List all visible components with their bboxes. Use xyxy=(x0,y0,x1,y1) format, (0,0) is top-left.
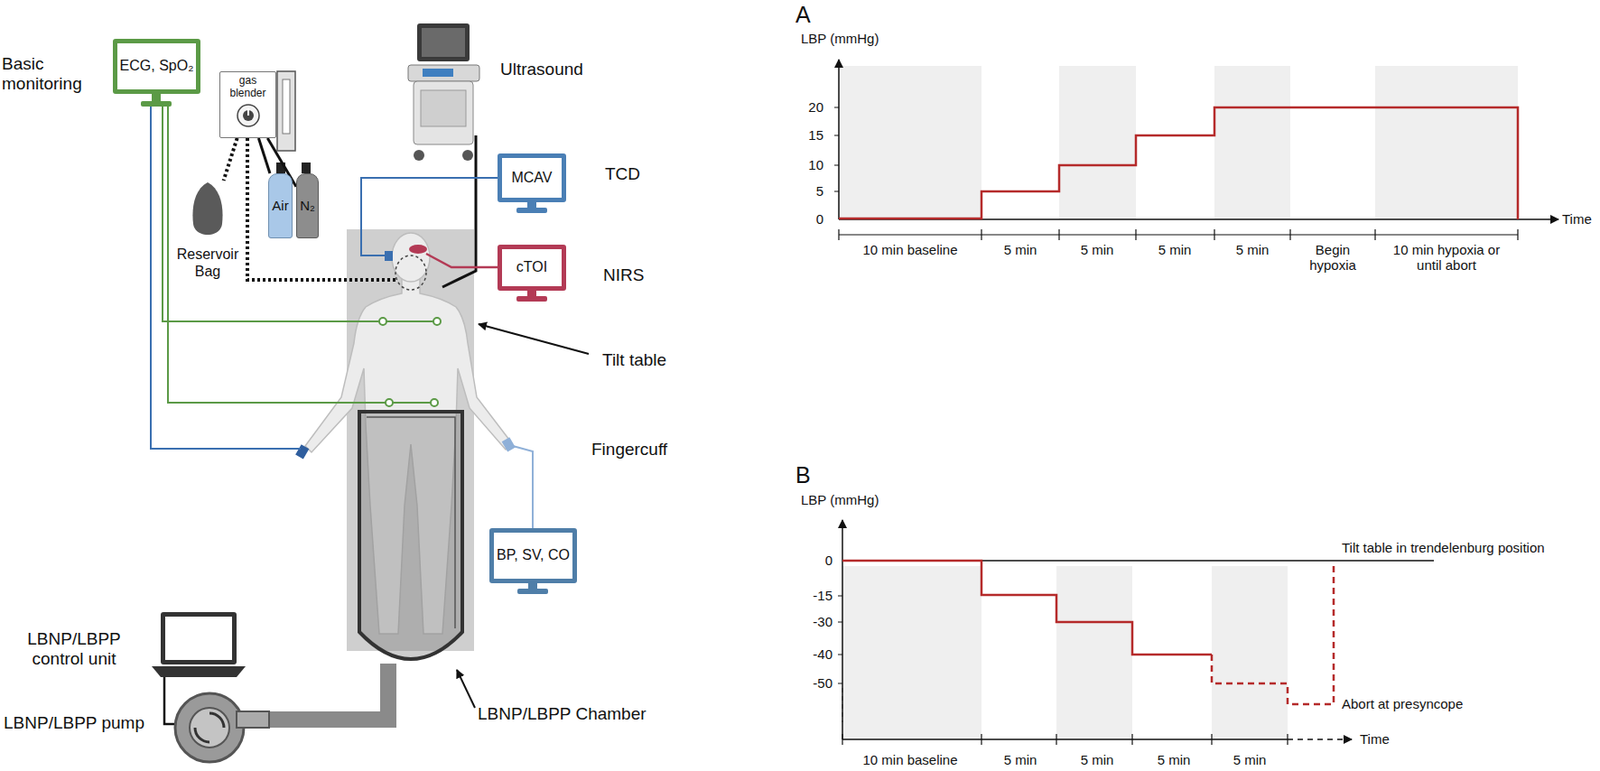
phase-label: 10 min baseline xyxy=(842,241,978,258)
reservoir-bag: Reservoir Bag xyxy=(172,180,243,280)
part-label: Fingercuff xyxy=(591,439,691,460)
gas-blender: gas blender xyxy=(219,71,277,139)
ecg-monitor: ECG, SpO₂ xyxy=(112,38,202,94)
device-label: NIRS xyxy=(603,265,667,286)
phase-label: 10 min baseline xyxy=(842,752,978,768)
node-text: Reservoir Bag xyxy=(172,246,243,280)
panel-letter: B xyxy=(795,462,823,489)
phase-label: 5 min xyxy=(984,752,1057,768)
ultrasound-machine xyxy=(408,23,480,288)
tick-label: 0 xyxy=(792,211,824,227)
tick-label: 15 xyxy=(792,127,824,143)
node-text: Air xyxy=(271,197,289,214)
bag-shape xyxy=(189,180,226,244)
phase-label: 5 min xyxy=(1216,241,1289,258)
dial-pointer xyxy=(247,108,250,116)
node-text: MCAV xyxy=(511,169,552,187)
phase-label: 5 min xyxy=(1137,752,1210,768)
phase-label: 5 min xyxy=(1060,241,1134,258)
nitrogen-cylinder: N₂ xyxy=(296,173,319,239)
phase-label: 5 min xyxy=(984,241,1057,258)
part-label: Tilt table xyxy=(602,350,702,371)
tick-label: 10 xyxy=(792,157,824,173)
node-text: cTOI xyxy=(516,259,548,276)
node-text: ECG, SpO₂ xyxy=(120,57,195,75)
tick-label: 5 xyxy=(792,183,824,199)
device-label: TCD xyxy=(604,164,660,185)
panel-letter: A xyxy=(795,1,823,28)
section-label: Basic monitoring xyxy=(1,54,106,94)
bag-outline xyxy=(192,182,223,235)
monitor-wires xyxy=(150,106,533,529)
axis-title: LBP (mmHg) xyxy=(800,30,910,47)
axis-title: Time xyxy=(1359,731,1414,747)
phase-label: 5 min xyxy=(1060,752,1134,768)
tick-label: -30 xyxy=(794,613,833,630)
dial-ring xyxy=(237,104,260,127)
hemodynamic-monitor: BP, SV, CO xyxy=(489,528,577,584)
connector xyxy=(223,138,238,181)
part-label: LBNP/LBPP Chamber xyxy=(477,704,659,725)
phase-label: 10 min hypoxia or until abort xyxy=(1378,241,1515,274)
pump xyxy=(175,693,270,763)
annotation: Abort at presyncope xyxy=(1341,696,1523,712)
part-label: LBNP/LBPP control unit xyxy=(1,629,147,670)
chart-a xyxy=(834,59,1559,241)
lbnp-chamber xyxy=(267,411,463,720)
part-label: LBNP/LBPP pump xyxy=(1,713,147,734)
axis-title: LBP (mmHg) xyxy=(800,492,910,508)
blender-dial xyxy=(234,102,262,130)
air-cylinder: Air xyxy=(268,173,293,239)
device-label: Ultrasound xyxy=(500,59,618,80)
annotation: Tilt table in trendelenburg position xyxy=(1341,539,1595,556)
tick-label: 20 xyxy=(792,99,824,115)
tick-label: -40 xyxy=(794,646,833,662)
node-text: N₂ xyxy=(299,197,316,214)
phase-label: 5 min xyxy=(1213,752,1286,768)
leader-arrows xyxy=(456,324,589,708)
node-text: BP, SV, CO xyxy=(496,547,570,564)
tick-label: -50 xyxy=(794,675,833,691)
phase-label: Begin hypoxia xyxy=(1293,241,1372,274)
tick-label: -15 xyxy=(794,587,833,604)
node-text: gas blender xyxy=(220,74,276,101)
phase-label: 5 min xyxy=(1138,241,1211,258)
tick-label: 0 xyxy=(794,552,833,568)
nirs-monitor: cTOI xyxy=(497,244,567,291)
connector xyxy=(258,138,270,174)
axis-title: Time xyxy=(1562,211,1599,227)
monitor-stands xyxy=(140,93,549,595)
tcd-monitor: MCAV xyxy=(497,153,567,203)
